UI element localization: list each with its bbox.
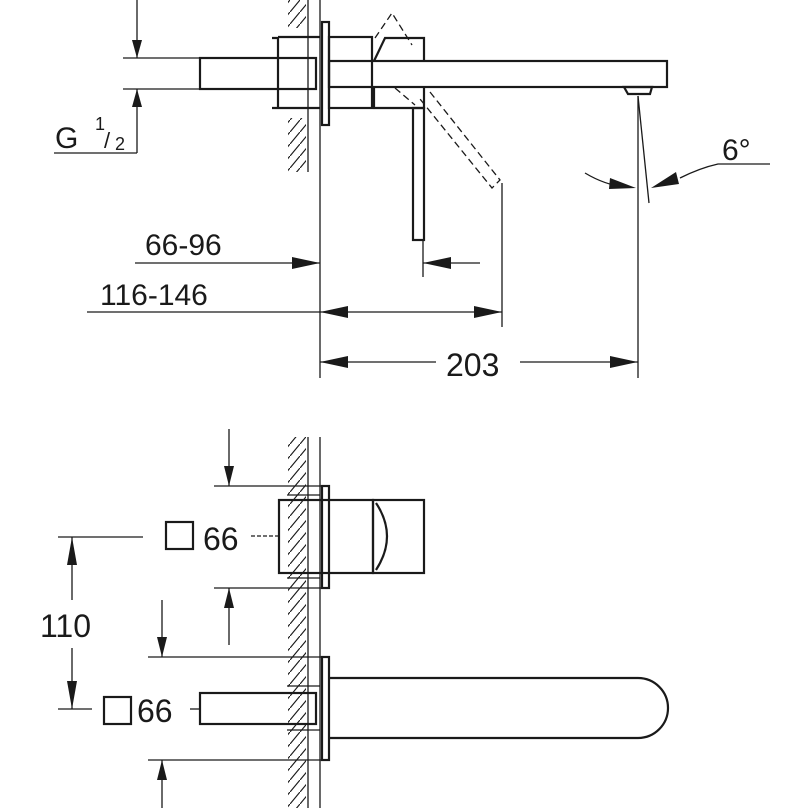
connection-pipe	[198, 56, 318, 91]
thread-slash: /	[104, 128, 111, 153]
angle-leader	[679, 163, 770, 179]
arrow-down	[157, 637, 167, 657]
spout	[327, 59, 669, 89]
side-view: G 1 / 2 6° 66-96 116-146 203	[54, 0, 770, 383]
square-symbol	[102, 695, 133, 726]
arrow-up	[132, 89, 142, 107]
arrow-up	[67, 537, 77, 565]
square-symbol	[164, 520, 195, 551]
arrow-right	[474, 306, 502, 318]
arrow-down	[132, 40, 142, 58]
bracket-lines	[287, 685, 320, 731]
front-view: 66 110 66	[40, 429, 670, 808]
wall-hatching	[288, 118, 306, 172]
angle-label: 6°	[722, 134, 751, 167]
handle-body	[372, 36, 426, 110]
arrow-down	[67, 681, 77, 709]
wall-hatching	[288, 0, 306, 28]
arrow-right	[292, 257, 320, 269]
upper-rosette-plate	[320, 484, 331, 590]
dim-center-distance-label: 110	[40, 608, 91, 644]
wall-hatching	[288, 437, 306, 808]
handle-grip	[371, 498, 426, 575]
arrow-right	[610, 356, 638, 368]
dim-lever-depth-label: 66-96	[145, 229, 222, 262]
dim-handle-depth-label: 116-146	[100, 279, 208, 312]
arrow-up	[157, 760, 167, 780]
dim-spout-reach-label: 203	[446, 347, 499, 383]
aerator	[622, 85, 654, 96]
arrow-left	[651, 172, 679, 188]
upper-rosette-size: 66	[203, 521, 239, 557]
stream-angle-line	[637, 95, 650, 204]
lever-open-position	[374, 11, 501, 189]
arrow-left	[320, 306, 348, 318]
lower-rosette-size: 66	[137, 693, 173, 729]
bracket-lines	[287, 494, 320, 579]
arrow-down	[224, 466, 234, 486]
thread-denominator: 2	[115, 134, 125, 154]
valve-body	[327, 35, 374, 110]
arrow-left	[320, 356, 348, 368]
arrow-up	[224, 588, 234, 608]
lever-handle	[411, 106, 426, 242]
handle-curve	[375, 502, 388, 571]
thread-label: G	[55, 122, 78, 155]
thread-numerator: 1	[95, 114, 105, 134]
lower-rosette-plate	[320, 655, 331, 762]
spout-front	[329, 676, 670, 740]
arrow-left	[423, 257, 451, 269]
mounting-bracket	[272, 35, 320, 110]
arrow-right	[609, 178, 636, 189]
